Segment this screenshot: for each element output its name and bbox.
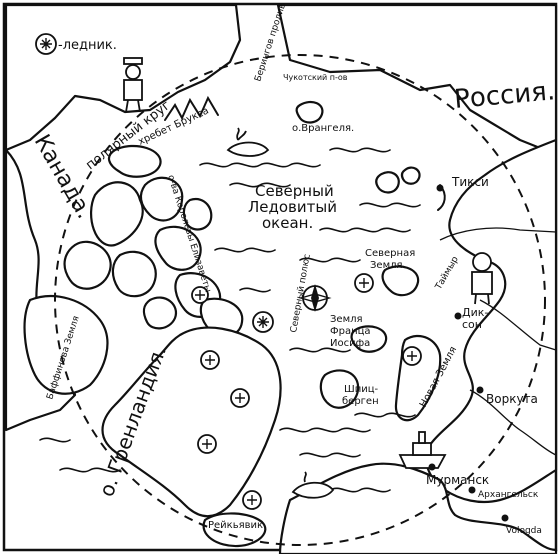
glacier-icon <box>402 346 422 366</box>
person-figure-icon <box>123 57 143 113</box>
archipelago-island-5 <box>111 250 157 298</box>
scandinavia-landmass <box>278 462 558 554</box>
arctic-circle-line <box>54 54 546 546</box>
canada-label: Канада. <box>29 131 97 224</box>
taymyr-label: Таймыр <box>433 255 461 293</box>
murmansk-label: Мурманск <box>426 473 489 487</box>
glacier-legend-label: -ледник. <box>58 38 117 53</box>
glacier-icon <box>242 490 262 510</box>
archipelago-island-6 <box>154 225 202 271</box>
vologda-label: Vologda <box>506 526 542 536</box>
north-pole-compass-icon <box>298 284 332 312</box>
archipelago-island-1 <box>90 181 144 247</box>
chukotka-label: Чукотский п-ов <box>283 73 348 82</box>
reykjavik-label: Рейкьявик <box>208 520 263 531</box>
arctic-ocean-label-line2: Ледовитый <box>248 198 337 216</box>
city-dot-dikson <box>454 312 462 320</box>
glacier-icon <box>197 434 217 454</box>
whale-icon <box>226 127 270 157</box>
glacier-legend-icon <box>35 33 57 55</box>
archipelago-island-9 <box>142 296 178 330</box>
baffin-island <box>23 295 109 395</box>
city-dot-murmansk <box>428 463 436 471</box>
severnaya-zemlya-label-line2: Земля <box>370 260 403 271</box>
archipelago-island-2 <box>139 176 184 222</box>
ship-icon <box>398 431 447 469</box>
franz-josef-label-line1: Земля <box>330 314 363 325</box>
bering-strait-label: Берингов пролив <box>253 2 288 83</box>
river-3 <box>439 227 557 241</box>
severnaya-zemlya-label-line1: Северная <box>365 248 415 259</box>
city-dot-vologda <box>501 514 509 522</box>
glacier-icon <box>354 273 374 293</box>
brooks-range-mountains <box>164 95 219 121</box>
wrangel-label: о.Врангеля. <box>292 123 354 134</box>
ocean-waves <box>39 147 421 493</box>
severnaya-zemlya-island <box>381 265 420 297</box>
arkhangelsk-label: Архангельск <box>478 490 539 500</box>
new-siberian-island-2 <box>400 166 421 185</box>
archipelago-island-3 <box>107 145 162 178</box>
franz-josef-label-line3: Иосифа <box>330 338 370 349</box>
whale-icon <box>291 471 335 499</box>
glacier-icon <box>252 311 274 333</box>
river-2 <box>479 299 557 351</box>
arctic-ocean-label-line3: океан. <box>262 214 313 232</box>
arctic-ocean-label-line1: Северный <box>255 182 334 200</box>
north-america-landmass <box>4 3 242 152</box>
glacier-icon <box>200 350 220 370</box>
glacier-icon <box>230 388 250 408</box>
city-dot-arkhangelsk <box>468 486 476 494</box>
franz-josef-label-line2: Франца <box>330 326 371 337</box>
archipelago-island-4 <box>63 240 112 290</box>
city-dot-vorkuta <box>476 386 484 394</box>
city-dot-tiksi <box>436 184 444 192</box>
dikson-label-line2: сон <box>462 318 482 331</box>
new-siberian-island-1 <box>375 171 400 194</box>
iceland-island <box>202 512 267 548</box>
eskimo-figure-icon <box>471 252 493 305</box>
spitsbergen-label-line1: Шпиц- <box>344 384 379 395</box>
wrangel-island <box>295 100 324 124</box>
dikson-label-line1: Дик- <box>462 306 488 319</box>
franz-josef-island <box>350 325 388 353</box>
vorkuta-label: Воркута <box>486 392 538 406</box>
archipelago-island-10 <box>182 197 213 231</box>
tiksi-label: Тикси <box>451 175 489 189</box>
river-1 <box>469 389 557 456</box>
greenland-island <box>101 326 282 518</box>
spitsbergen-label-line2: берген <box>342 396 379 407</box>
spitsbergen-island <box>319 369 360 409</box>
glacier-icon <box>191 286 209 304</box>
